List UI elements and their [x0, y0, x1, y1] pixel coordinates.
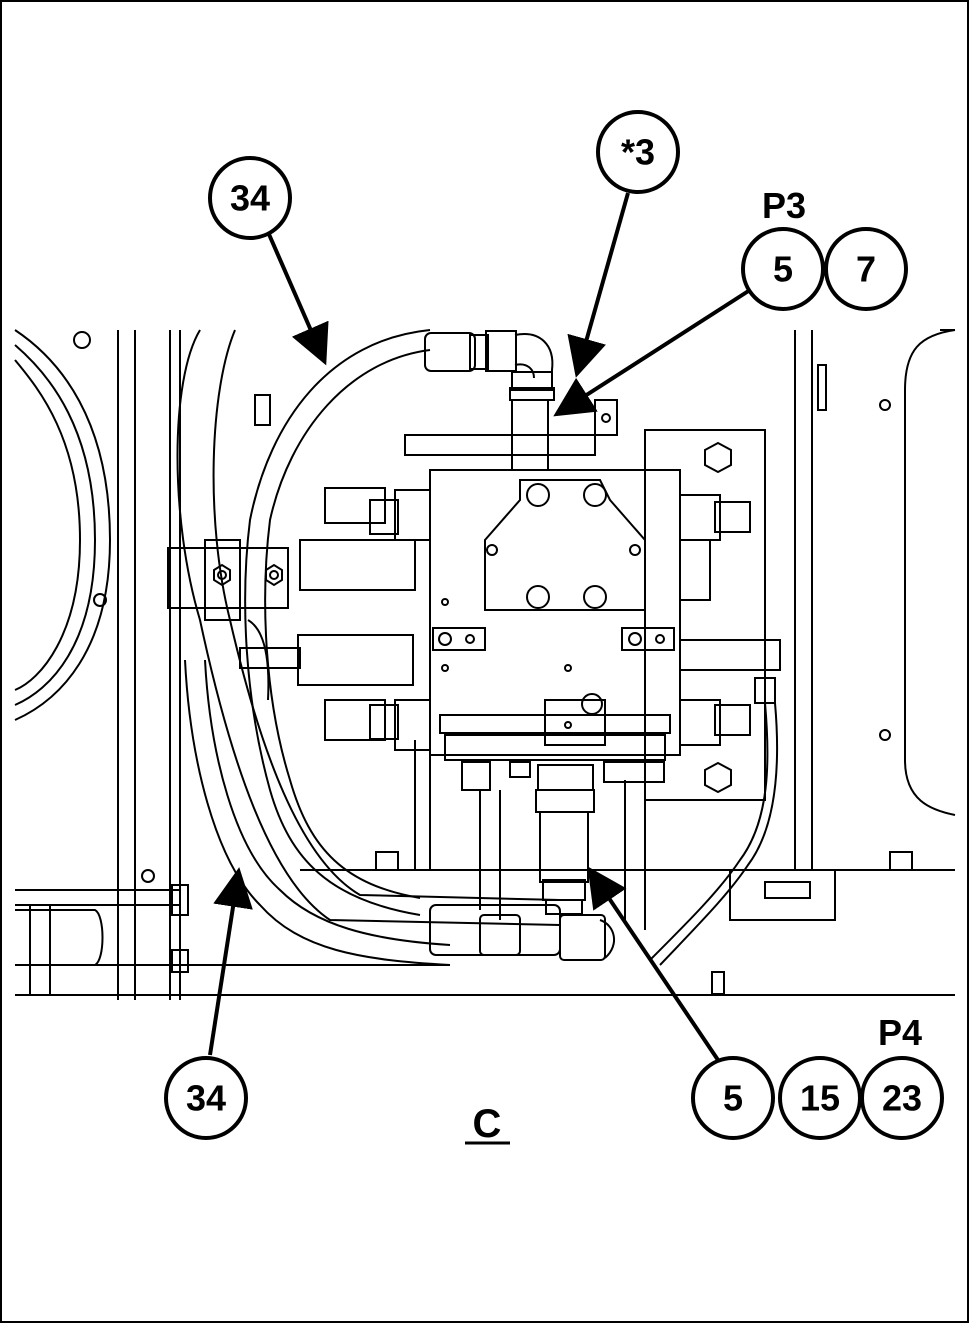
- callout-label: 7: [856, 249, 876, 290]
- left-housing: [14, 329, 155, 1000]
- callout-label: 34: [186, 1078, 226, 1119]
- left-solenoids: [239, 394, 431, 751]
- upper-hose-fitting: [424, 330, 555, 471]
- callout-star3: *3: [596, 110, 680, 194]
- callout-label: 23: [882, 1078, 922, 1119]
- callout-p4-5: 5: [691, 1056, 775, 1140]
- group-label-p3: P3: [762, 185, 806, 226]
- valve-block: [404, 434, 681, 761]
- callout-label: 34: [230, 178, 270, 219]
- leader-star3: [567, 192, 630, 378]
- leader-p4-5: [587, 866, 720, 1062]
- callout-p3-7: 7: [824, 227, 908, 311]
- callout-p4-15: 15: [778, 1056, 862, 1140]
- leader-lines: [208, 192, 752, 1062]
- lower-frame: [15, 330, 955, 1000]
- group-label-p4: P4: [878, 1012, 922, 1053]
- leader-p3-5: [553, 288, 752, 417]
- callout-label: 15: [800, 1078, 840, 1119]
- lower-fittings: [414, 740, 665, 930]
- view-label: C: [465, 1102, 510, 1146]
- view-label-text: C: [473, 1102, 502, 1146]
- callout-p3-5: 5: [741, 227, 825, 311]
- callout-34-bottom: 34: [164, 1056, 248, 1140]
- callout-label: 5: [723, 1078, 743, 1119]
- leader-34-top: [266, 231, 329, 366]
- right-solenoids: [594, 399, 836, 966]
- right-housing: [794, 329, 956, 870]
- callout-p4-23: 23: [860, 1056, 944, 1140]
- callout-label: 5: [773, 249, 793, 290]
- callout-34-top: 34: [208, 156, 292, 240]
- leader-34-bottom: [208, 867, 253, 1056]
- hose-clamp-bracket: [167, 539, 289, 621]
- callout-label: *3: [621, 132, 655, 173]
